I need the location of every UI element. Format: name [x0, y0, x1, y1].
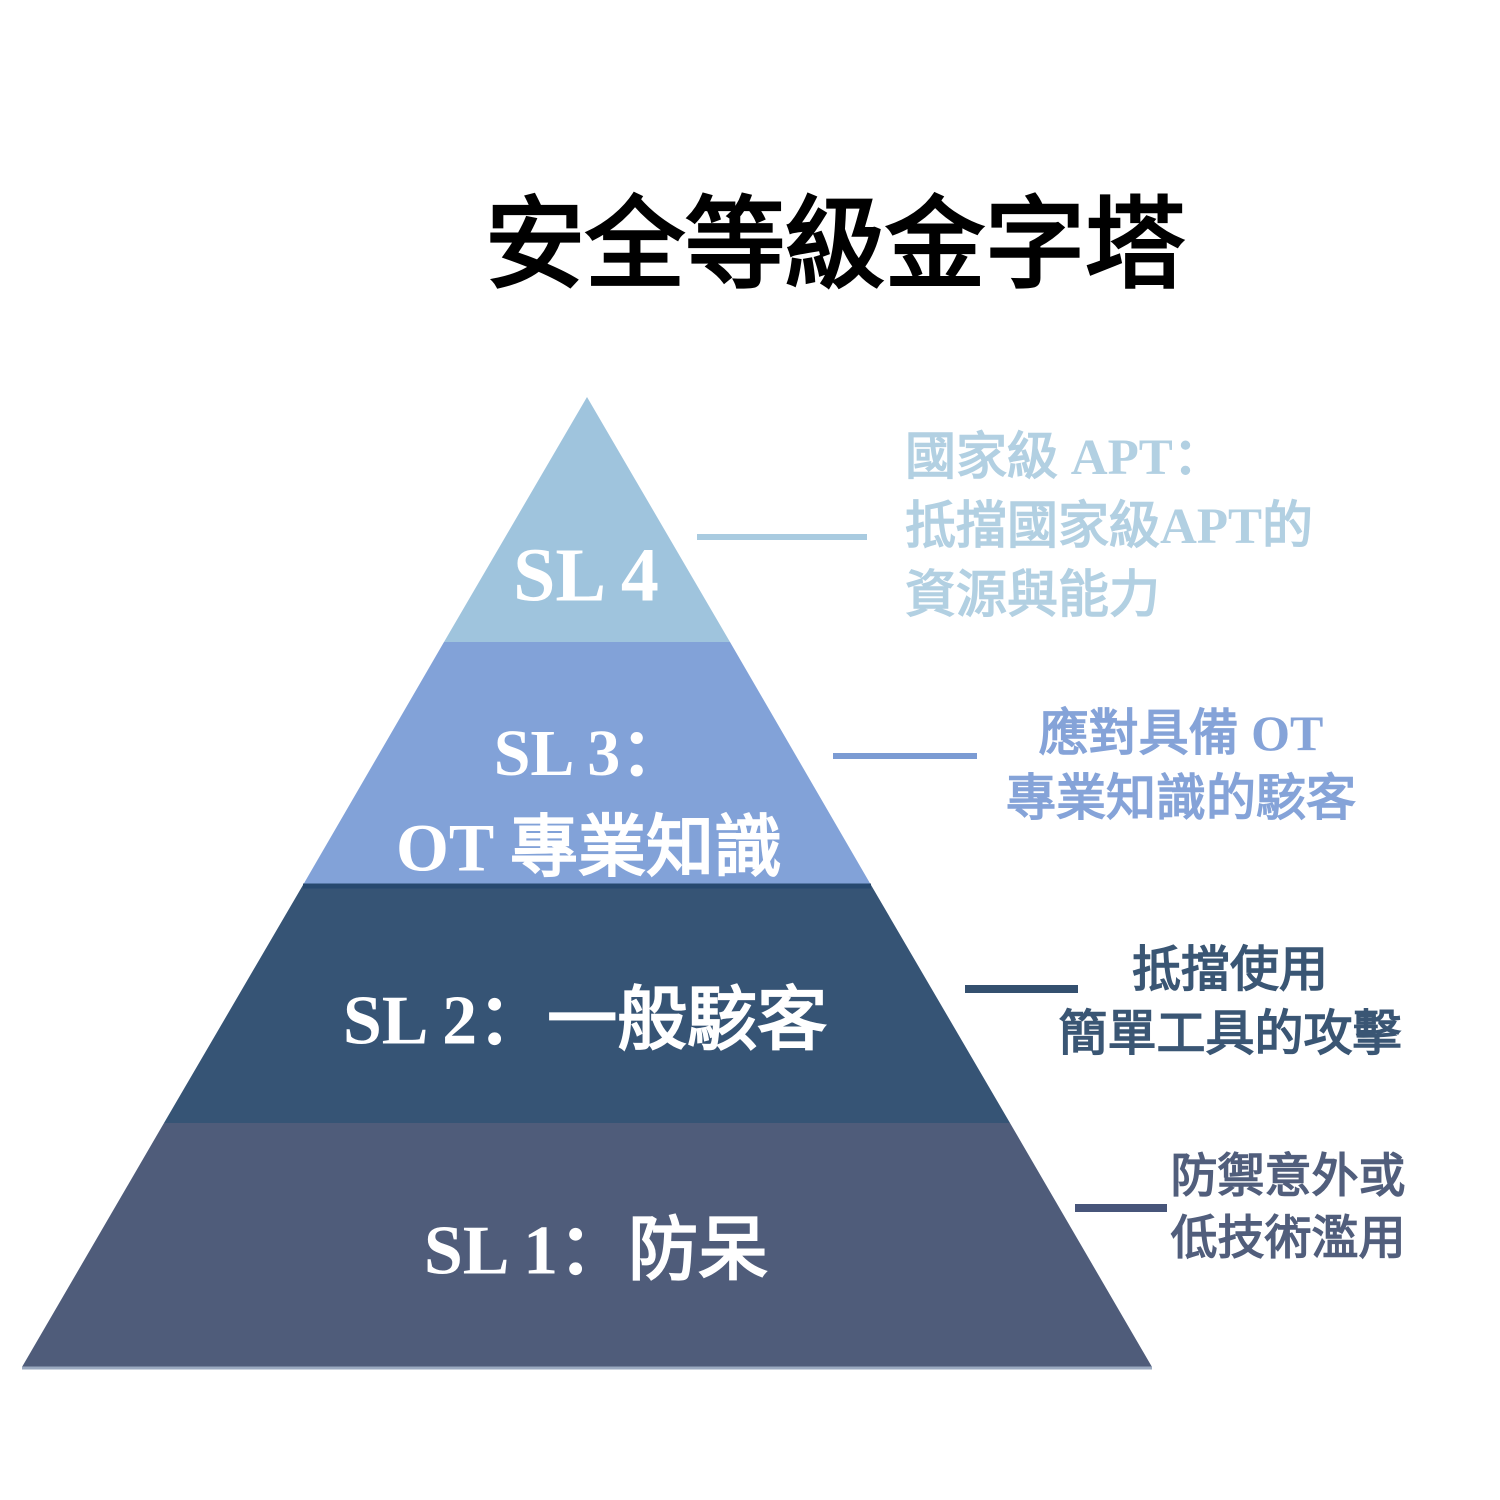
- pyramid-level-sl3: [303, 642, 871, 885]
- annotation-sl1: 防禦意外或 低技術濫用: [1171, 1146, 1406, 1270]
- annotation-sl4-line3: 資源與能力: [905, 568, 1161, 624]
- annotation-sl3-line1: 應對具備 OT: [1038, 705, 1324, 761]
- annotation-sl1-line1: 防禦意外或: [1170, 1151, 1406, 1203]
- annotation-sl2-line2: 簡單工具的攻擊: [1058, 1006, 1402, 1061]
- page-title: 安全等級金字塔: [485, 189, 1185, 301]
- annotation-sl3-line2: 專業知識的駭客: [1006, 770, 1356, 826]
- annotation-sl1-line2: 低技術濫用: [1170, 1213, 1406, 1265]
- band-label-sl4: SL 4: [513, 533, 659, 618]
- band-label-sl1: SL 1：防呆: [423, 1212, 769, 1290]
- pyramid-level-sl2: [164, 885, 1010, 1123]
- annotation-sl3: 應對具備 OT 專業知識的駭客: [1006, 701, 1356, 831]
- band-label-sl3-line1: SL 3：: [493, 717, 687, 790]
- band-label-sl2: SL 2：一般駭客: [342, 982, 828, 1060]
- pyramid-level-sl4: [444, 397, 730, 642]
- annotation-sl2-line1: 抵擋使用: [1131, 942, 1329, 997]
- annotation-sl4: 國家級 APT： 抵擋國家級APT的 資源與能力: [905, 424, 1313, 631]
- annotation-sl4-line2: 抵擋國家級APT的: [905, 499, 1314, 555]
- annotation-sl4-line1: 國家級 APT：: [905, 430, 1224, 486]
- annotation-sl2: 抵擋使用 簡單工具的攻擊: [1058, 938, 1401, 1066]
- band-label-sl3-line2: OT 專業知識: [395, 809, 783, 886]
- pyramid-level-sl1: [22, 1123, 1152, 1367]
